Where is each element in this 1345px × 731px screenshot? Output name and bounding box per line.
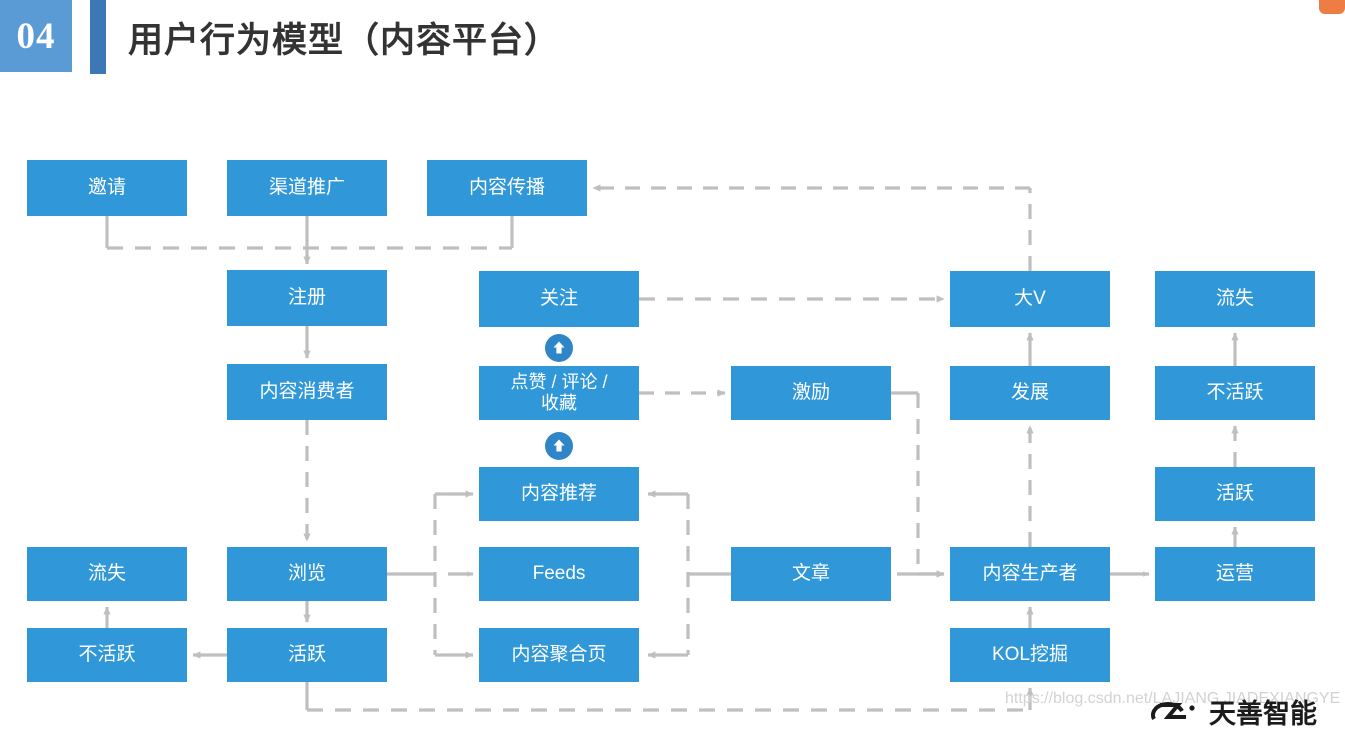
node-recommend[interactable]: 内容推荐 (479, 467, 639, 521)
node-feeds[interactable]: Feeds (479, 547, 639, 601)
title-accent-bar (90, 0, 106, 74)
brand-name: 天善智能 (1209, 699, 1317, 729)
watermark-logo: 天善智能 (1148, 692, 1317, 731)
node-register[interactable]: 注册 (227, 270, 387, 326)
node-aggregate[interactable]: 内容聚合页 (479, 628, 639, 682)
node-churn-left[interactable]: 流失 (27, 547, 187, 601)
node-active-right[interactable]: 活跃 (1155, 467, 1315, 521)
node-big-v[interactable]: 大V (950, 271, 1110, 327)
node-inactive-top[interactable]: 不活跃 (1155, 366, 1315, 420)
arrow-up-circle-icon (545, 334, 573, 362)
node-active-left[interactable]: 活跃 (227, 628, 387, 682)
node-channel[interactable]: 渠道推广 (227, 160, 387, 216)
node-producer[interactable]: 内容生产者 (950, 547, 1110, 601)
node-engage[interactable]: 点赞 / 评论 / 收藏 (479, 366, 639, 420)
node-invite[interactable]: 邀请 (27, 160, 187, 216)
node-growth[interactable]: 发展 (950, 366, 1110, 420)
node-operation[interactable]: 运营 (1155, 547, 1315, 601)
page-title: 用户行为模型（内容平台） (128, 20, 561, 60)
node-consumer[interactable]: 内容消费者 (227, 364, 387, 420)
section-number: 04 (16, 15, 56, 57)
node-incentive[interactable]: 激励 (731, 366, 891, 420)
node-inactive-left[interactable]: 不活跃 (27, 628, 187, 682)
node-churn-top[interactable]: 流失 (1155, 271, 1315, 327)
node-kol[interactable]: KOL挖掘 (950, 628, 1110, 682)
slide-header: 04 用户行为模型（内容平台） (0, 0, 1345, 78)
section-number-badge: 04 (0, 0, 72, 72)
node-follow[interactable]: 关注 (479, 271, 639, 327)
watermark-url: https://blog.csdn.net/LAJIANG JIADEXIANG… (1005, 690, 1341, 707)
node-article[interactable]: 文章 (731, 547, 891, 601)
node-spread[interactable]: 内容传播 (427, 160, 587, 216)
arrow-up-circle-icon (545, 432, 573, 460)
corner-marker-icon (1319, 0, 1345, 14)
brand-mark-icon (1150, 701, 1195, 720)
node-browse[interactable]: 浏览 (227, 547, 387, 601)
